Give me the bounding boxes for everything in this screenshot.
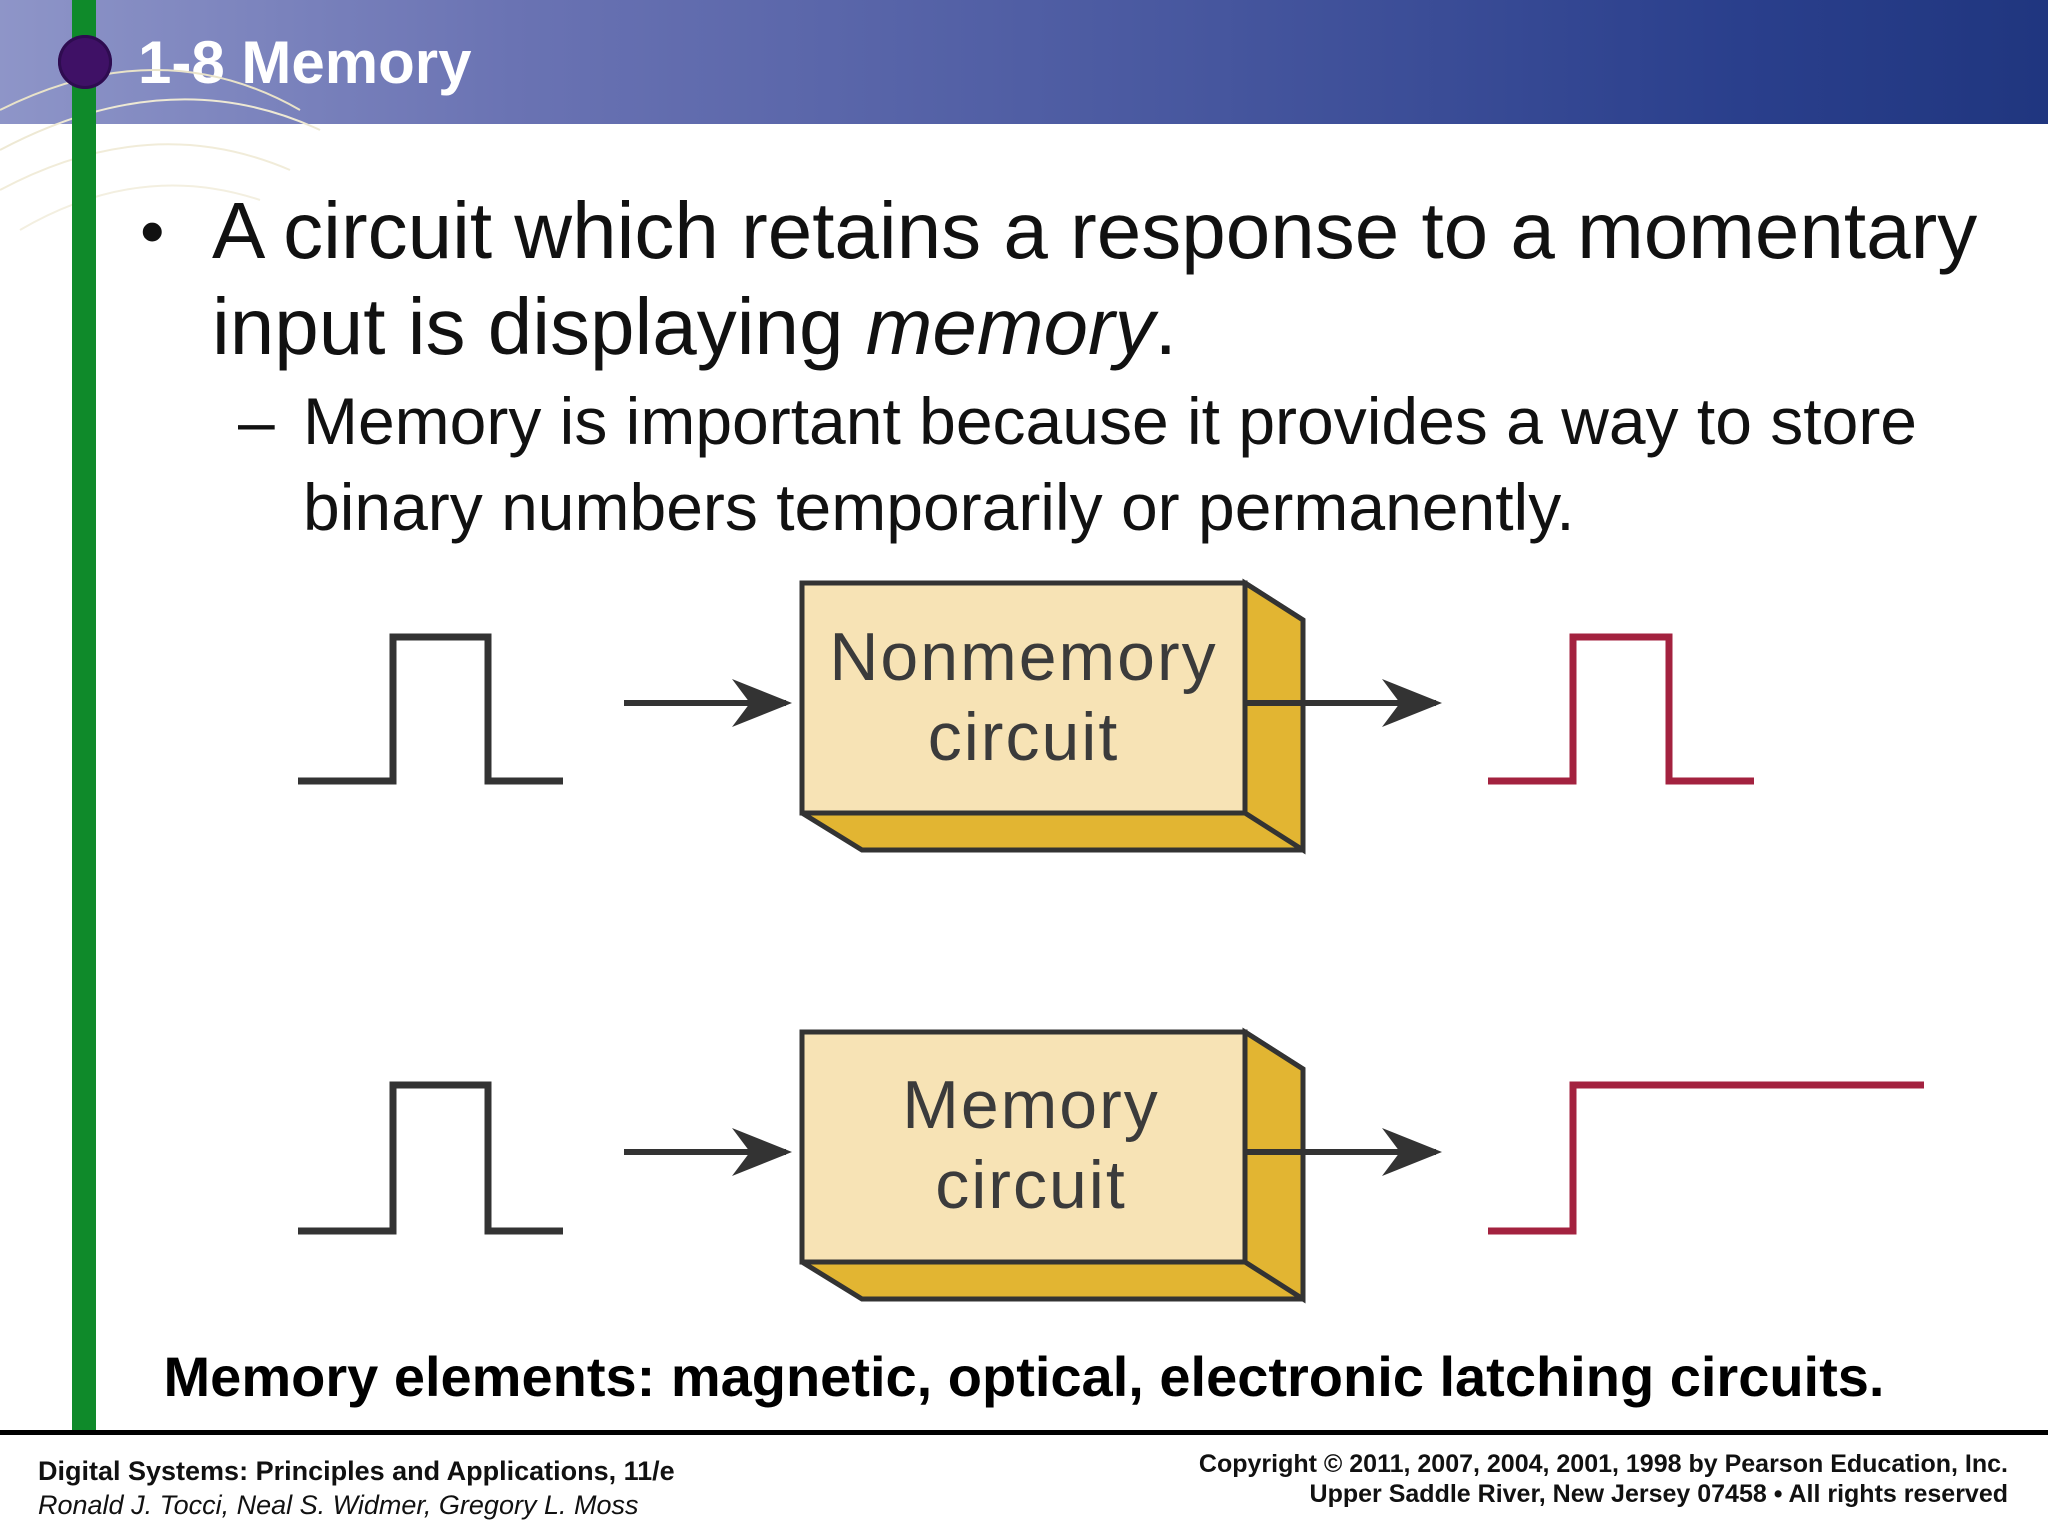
memory-diagram — [298, 578, 1924, 1304]
title-bullet-dot — [58, 35, 112, 89]
left-accent-bar — [72, 0, 96, 1432]
main-bullet-end: . — [1154, 282, 1177, 371]
slide-title: 1-8 Memory — [138, 29, 472, 96]
main-bullet-text: A circuit which retains a response to a … — [212, 186, 1978, 371]
footer-copyright: Copyright © 2011, 2007, 2004, 2001, 1998… — [1198, 1450, 2008, 1478]
slide-header: 1-8 Memory — [0, 0, 2048, 124]
sub-bullet-marker: – — [238, 384, 275, 458]
memory-circuit-box — [799, 1027, 1306, 1304]
bottom-input-pulse — [298, 1081, 563, 1235]
footer-authors: Ronald J. Tocci, Neal S. Widmer, Gregory… — [38, 1490, 639, 1520]
memory-box-label: Memory circuit — [802, 1065, 1260, 1225]
memory-label-line2: circuit — [935, 1147, 1127, 1223]
sub-bullet: Memory is important because it provides … — [303, 384, 1918, 544]
decorative-arcs — [0, 69, 321, 231]
caption: Memory elements: magnetic, optical, elec… — [163, 1345, 1885, 1408]
nonmemory-box-label: Nonmemory circuit — [802, 617, 1245, 777]
memory-label-line1: Memory — [902, 1067, 1160, 1143]
nonmemory-circuit-box — [799, 578, 1306, 855]
nonmemory-label-line2: circuit — [927, 699, 1120, 775]
bottom-output-step — [1488, 1081, 1924, 1235]
bullet-marker: • — [140, 192, 165, 270]
footer-divider — [0, 1430, 2048, 1435]
footer-book-title: Digital Systems: Principles and Applicat… — [38, 1456, 675, 1486]
main-bullet: A circuit which retains a response to a … — [212, 183, 2012, 375]
top-input-pulse — [298, 633, 563, 785]
nonmemory-label-line1: Nonmemory — [829, 619, 1218, 695]
main-bullet-emphasis: memory — [865, 282, 1155, 371]
footer-address: Upper Saddle River, New Jersey 07458 • A… — [1309, 1480, 2008, 1508]
top-output-pulse — [1488, 633, 1754, 785]
